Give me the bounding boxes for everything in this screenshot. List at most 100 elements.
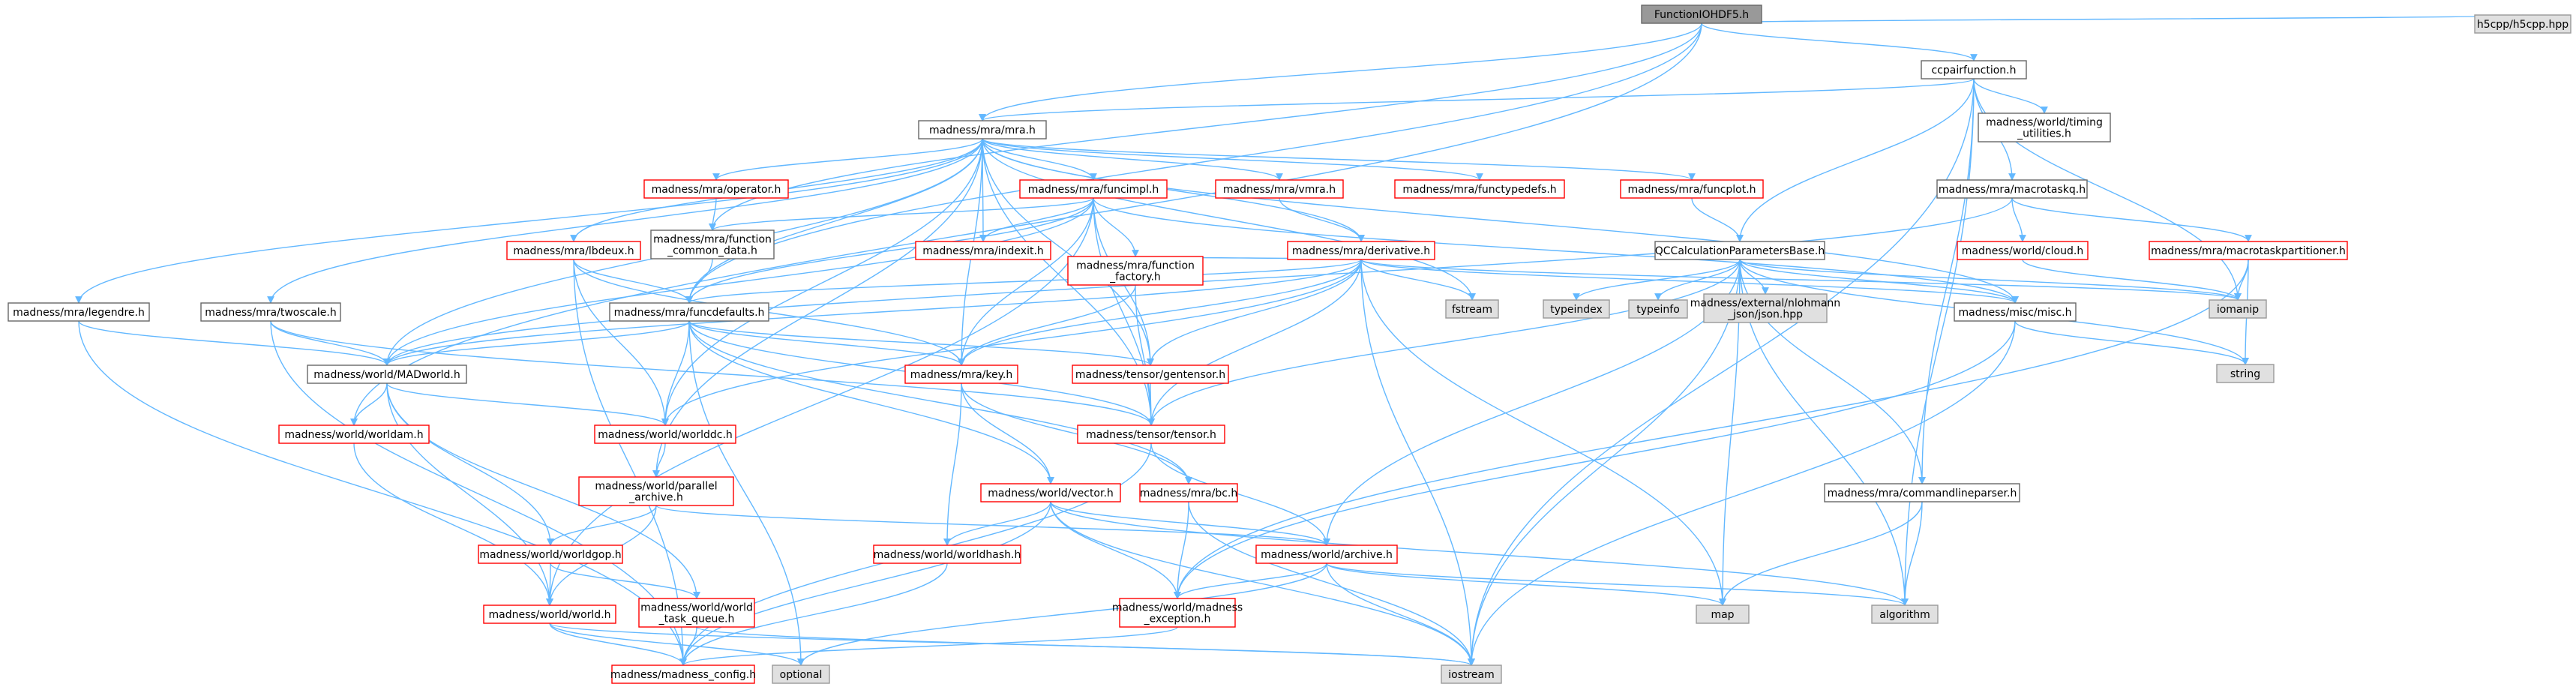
- edge-gentensor-to-tensor: [1147, 382, 1155, 426]
- node-label: madness/mra/key.h: [910, 369, 1012, 381]
- edge-derivative-to-key: [958, 259, 1362, 366]
- node-box: [2474, 14, 2572, 34]
- edge-operator-to-fcommon: [709, 197, 717, 231]
- node-lbdeux[interactable]: madness/mra/lbdeux.h: [506, 241, 641, 260]
- edge-cmdparser-to-algorithm: [1901, 501, 1923, 606]
- edge-derivative-to-gentensor: [1147, 259, 1362, 366]
- node-label: algorithm: [1879, 609, 1930, 621]
- node-funcdefaults[interactable]: madness/mra/funcdefaults.h: [609, 302, 769, 322]
- node-macrotaskq[interactable]: madness/mra/macrotaskq.h: [1936, 179, 2088, 199]
- node-ccpair[interactable]: ccpairfunction.h: [1921, 60, 2027, 80]
- node-box: [1654, 241, 1825, 260]
- node-taskqueue[interactable]: madness/world/world_task_queue.h: [638, 598, 755, 628]
- edge-mra-to-fstream: [982, 138, 1476, 301]
- node-box: [506, 241, 641, 260]
- edge-ccpair-to-qccalc: [1736, 78, 1975, 242]
- edge-misc-to-string: [2014, 320, 2249, 365]
- node-label: FunctionIOHDF5.h: [1654, 9, 1749, 21]
- node-box: [2149, 241, 2348, 260]
- node-label: iomanip: [2217, 304, 2259, 316]
- node-label: madness/mra/derivative.h: [1292, 245, 1430, 257]
- edge-bc-to-madexc: [1174, 501, 1189, 599]
- node-timing[interactable]: madness/world/timing_utilities.h: [1978, 112, 2111, 142]
- node-cmdparser[interactable]: madness/mra/commandlineparser.h: [1824, 483, 2020, 502]
- node-misc[interactable]: madness/misc/misc.h: [1954, 302, 2077, 322]
- node-operator[interactable]: madness/mra/operator.h: [643, 179, 789, 199]
- node-label: madness/mra/functypedefs.h: [1402, 184, 1556, 196]
- node-worldam[interactable]: madness/world/worldam.h: [278, 424, 430, 444]
- node-qccalc[interactable]: QCCalculationParametersBase.h: [1654, 241, 1825, 260]
- edge-qccalc-to-tensor: [1147, 259, 1741, 426]
- edge-vector-to-config: [679, 501, 1051, 666]
- edge-funcimpl-to-indexit: [979, 197, 1094, 242]
- node-box: [1936, 179, 2088, 199]
- node-fcommon[interactable]: madness/mra/function_common_data.h: [650, 230, 775, 260]
- node-cloud[interactable]: madness/world/cloud.h: [1957, 241, 2089, 260]
- node-worldgop[interactable]: madness/world/worldgop.h: [478, 544, 623, 564]
- node-ffactory[interactable]: madness/mra/function_factory.h: [1067, 256, 1204, 286]
- node-vmra[interactable]: madness/mra/vmra.h: [1215, 179, 1344, 199]
- node-label: typeindex: [1550, 304, 1603, 316]
- node-h5cpp: h5cpp/h5cpp.hpp: [2474, 14, 2572, 34]
- edge-funcimpl-to-tensor: [1093, 197, 1155, 426]
- edge-mra-to-funcimpl: [982, 138, 1097, 181]
- node-json: madness/external/nlohmann_json/json.hpp: [1690, 293, 1840, 323]
- node-indexit[interactable]: madness/mra/indexit.h: [915, 241, 1051, 260]
- node-label: QCCalculationParametersBase.h: [1655, 245, 1825, 257]
- node-label: madness/tensor/gentensor.h: [1075, 369, 1225, 381]
- edge-ccpair-to-timing: [1973, 78, 2048, 114]
- node-funcplot[interactable]: madness/mra/funcplot.h: [1620, 179, 1764, 199]
- edge-derivative-to-funcdefaults: [685, 259, 1362, 304]
- node-key[interactable]: madness/mra/key.h: [904, 364, 1018, 384]
- node-worldhash[interactable]: madness/world/worldhash.h: [873, 544, 1021, 564]
- node-madworld[interactable]: madness/world/MADworld.h: [307, 364, 467, 384]
- node-world[interactable]: madness/world/world.h: [483, 604, 616, 624]
- node-box: [1703, 293, 1828, 323]
- node-mtpart[interactable]: madness/mra/macrotaskpartitioner.h: [2149, 241, 2348, 260]
- node-label: madness/mra/function: [1076, 260, 1195, 272]
- node-functypedefs[interactable]: madness/mra/functypedefs.h: [1394, 179, 1565, 199]
- node-legendre[interactable]: madness/mra/legendre.h: [7, 302, 150, 322]
- edge-funcdefaults-to-worlddc: [661, 320, 690, 426]
- node-box: [915, 241, 1051, 260]
- edge-legendre-to-madworld: [78, 320, 391, 366]
- node-label: madness/world/archive.h: [1261, 549, 1393, 561]
- node-parallel[interactable]: madness/world/parallel_archive.h: [578, 476, 734, 506]
- node-funcimpl[interactable]: madness/mra/funcimpl.h: [1019, 179, 1168, 199]
- node-label: madness/misc/misc.h: [1959, 307, 2072, 319]
- node-bc[interactable]: madness/mra/bc.h: [1139, 483, 1238, 502]
- edge-key-to-vector: [961, 382, 1054, 484]
- node-gentensor[interactable]: madness/tensor/gentensor.h: [1072, 364, 1229, 384]
- edge-derivative-to-madworld: [383, 259, 1362, 366]
- node-label: madness/world/MADworld.h: [313, 369, 460, 381]
- node-box: [1620, 179, 1764, 199]
- node-vector[interactable]: madness/world/vector.h: [980, 483, 1121, 502]
- node-label: madness/mra/lbdeux.h: [513, 245, 634, 257]
- node-mra[interactable]: madness/mra/mra.h: [918, 120, 1047, 140]
- edge-mra-to-twoscale: [267, 138, 983, 304]
- node-madexc[interactable]: madness/world/madness_exception.h: [1112, 598, 1243, 628]
- node-derivative[interactable]: madness/mra/derivative.h: [1287, 241, 1435, 260]
- edge-qccalc-to-typeindex: [1573, 259, 1741, 301]
- node-box: [611, 664, 755, 684]
- node-tensor[interactable]: madness/tensor/tensor.h: [1077, 424, 1225, 444]
- node-label: madness/world/worldam.h: [284, 429, 423, 441]
- edge-twoscale-to-madworld: [270, 320, 391, 366]
- node-box: [873, 544, 1021, 564]
- edge-madworld-to-worldam: [350, 382, 388, 426]
- edge-derivative-to-map: [1360, 259, 1726, 606]
- node-fstream: fstream: [1445, 299, 1499, 319]
- edge-parallel-to-worldgop: [547, 505, 657, 546]
- edge-funcimpl-to-world: [546, 197, 1094, 606]
- edge-funcimpl-to-madworld: [383, 197, 1094, 366]
- node-typeindex: typeindex: [1543, 299, 1610, 319]
- node-twoscale[interactable]: madness/mra/twoscale.h: [200, 302, 341, 322]
- node-archive[interactable]: madness/world/archive.h: [1255, 544, 1398, 564]
- node-worlddc[interactable]: madness/world/worlddc.h: [594, 424, 736, 444]
- node-config[interactable]: madness/madness_config.h: [610, 664, 756, 684]
- edge-world-to-optional: [549, 622, 805, 666]
- node-iomanip: iomanip: [2209, 299, 2267, 319]
- node-box: [2209, 299, 2267, 319]
- edge-funcdefaults-to-gentensor: [688, 320, 1154, 366]
- node-box: [307, 364, 467, 384]
